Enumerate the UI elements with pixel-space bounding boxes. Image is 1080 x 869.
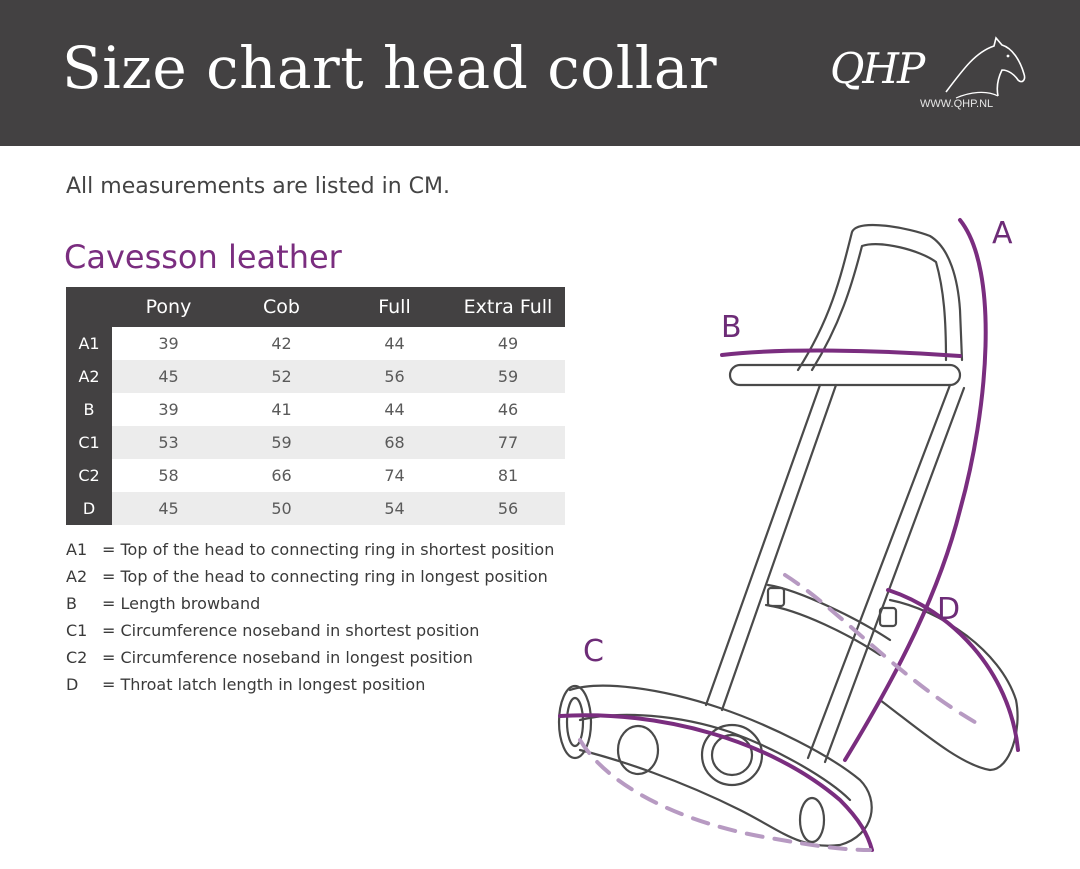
legend-key: D	[66, 675, 79, 694]
table-row: A1 39 42 44 49	[66, 327, 565, 360]
logo-url: WWW.QHP.NL	[920, 98, 994, 110]
legend-key: C1	[66, 621, 88, 640]
legend-key: A2	[66, 567, 88, 586]
table-cell: 59	[225, 426, 338, 459]
column-header-full: Full	[338, 287, 451, 327]
legend-text: = Circumference noseband in longest posi…	[102, 648, 473, 667]
section-title: Cavesson leather	[64, 238, 342, 276]
legend-item: B = Length browband	[66, 590, 554, 617]
legend-item: A2 = Top of the head to connecting ring …	[66, 563, 554, 590]
legend-item: D = Throat latch length in longest posit…	[66, 671, 554, 698]
measure-b-line	[720, 348, 962, 358]
table-corner-cell	[66, 287, 112, 327]
table-cell: 56	[451, 492, 565, 525]
legend-item: A1 = Top of the head to connecting ring …	[66, 536, 554, 563]
table-cell: 50	[225, 492, 338, 525]
size-table: Pony Cob Full Extra Full A1 39 42 44 49 …	[66, 287, 565, 525]
table-row: A2 45 52 56 59	[66, 360, 565, 393]
legend-item: C2 = Circumference noseband in longest p…	[66, 644, 554, 671]
label-a: A	[992, 216, 1013, 251]
row-label: D	[66, 492, 112, 525]
table-cell: 39	[112, 393, 225, 426]
legend-text: = Circumference noseband in shortest pos…	[102, 621, 480, 640]
legend-text: = Top of the head to connecting ring in …	[102, 567, 548, 586]
table-cell: 59	[451, 360, 565, 393]
table-cell: 66	[225, 459, 338, 492]
measure-d-line	[886, 588, 1020, 752]
table-cell: 56	[338, 360, 451, 393]
cheek-strap-left	[704, 383, 838, 712]
label-d: D	[937, 592, 961, 627]
column-header-extra-full: Extra Full	[451, 287, 565, 327]
browband	[728, 363, 962, 387]
legend: A1 = Top of the head to connecting ring …	[66, 536, 554, 698]
table-cell: 41	[225, 393, 338, 426]
table-cell: 46	[451, 393, 565, 426]
label-b: B	[721, 310, 742, 345]
measure-d-dashed-line	[783, 573, 982, 727]
table-header-row: Pony Cob Full Extra Full	[66, 287, 565, 327]
head-collar-illustration	[557, 218, 1020, 852]
table-cell: 39	[112, 327, 225, 360]
row-label: C1	[66, 426, 112, 459]
table-cell: 45	[112, 492, 225, 525]
crown-piece	[796, 223, 964, 372]
table-row: C1 53 59 68 77	[66, 426, 565, 459]
table-cell: 44	[338, 327, 451, 360]
table-cell: 45	[112, 360, 225, 393]
legend-key: C2	[66, 648, 88, 667]
table-cell: 53	[112, 426, 225, 459]
table-cell: 49	[451, 327, 565, 360]
label-c: C	[583, 634, 604, 669]
horse-head-icon	[945, 36, 1026, 99]
header-banner: Size chart head collar QHP WWW.QHP.NL	[0, 0, 1080, 146]
row-label: A1	[66, 327, 112, 360]
cheek-strap-right	[806, 383, 966, 764]
table-cell: 58	[112, 459, 225, 492]
logo-text: QHP	[830, 44, 925, 93]
table-cell: 81	[451, 459, 565, 492]
measure-c-line	[558, 713, 874, 852]
legend-item: C1 = Circumference noseband in shortest …	[66, 617, 554, 644]
measure-c-dashed-line	[578, 738, 872, 852]
legend-key: A1	[66, 540, 88, 559]
table-cell: 68	[338, 426, 451, 459]
measure-a-line	[843, 218, 988, 762]
row-label: A2	[66, 360, 112, 393]
table-row: C2 58 66 74 81	[66, 459, 565, 492]
column-header-cob: Cob	[225, 287, 338, 327]
table-row: B 39 41 44 46	[66, 393, 565, 426]
nose-ring-left	[557, 684, 593, 760]
qhp-logo: QHP WWW.QHP.NL	[826, 34, 1026, 118]
legend-text: = Top of the head to connecting ring in …	[102, 540, 555, 559]
legend-key: B	[66, 594, 77, 613]
table-cell: 42	[225, 327, 338, 360]
row-label: C2	[66, 459, 112, 492]
table-cell: 54	[338, 492, 451, 525]
table-row: D 45 50 54 56	[66, 492, 565, 525]
table-cell: 74	[338, 459, 451, 492]
page-title: Size chart head collar	[62, 34, 718, 102]
table-cell: 52	[225, 360, 338, 393]
legend-text: = Length browband	[102, 594, 261, 613]
table-cell: 77	[451, 426, 565, 459]
column-header-pony: Pony	[112, 287, 225, 327]
table-cell: 44	[338, 393, 451, 426]
legend-text: = Throat latch length in longest positio…	[102, 675, 426, 694]
head-collar-diagram: A B C D	[540, 210, 1080, 865]
noseband	[568, 684, 873, 847]
intro-text: All measurements are listed in CM.	[66, 174, 450, 199]
row-label: B	[66, 393, 112, 426]
nose-ring-center	[700, 723, 764, 787]
